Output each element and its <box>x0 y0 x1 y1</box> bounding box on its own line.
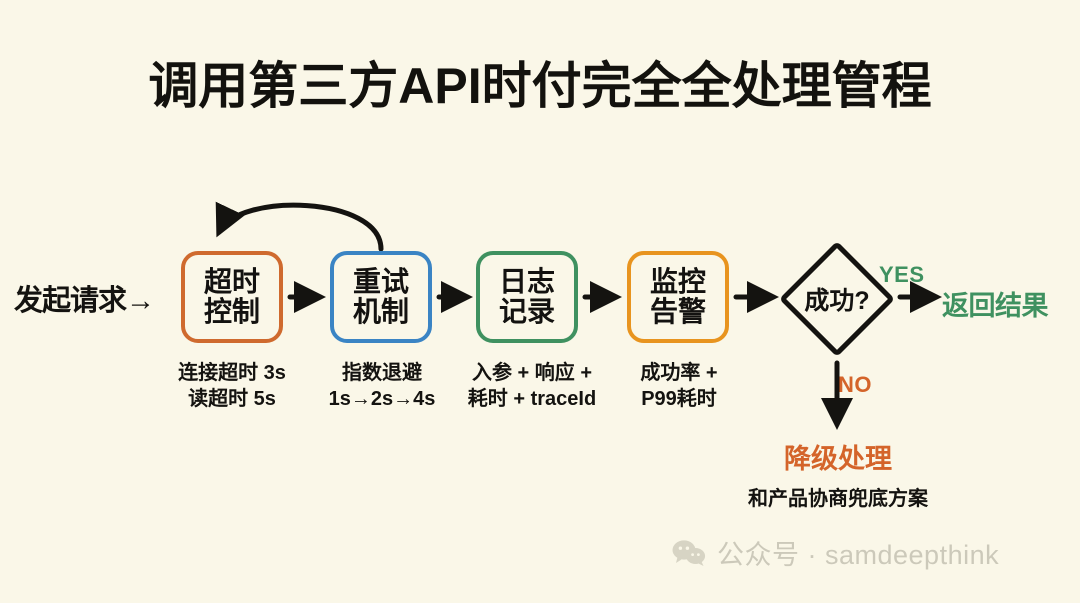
node-label-line2: 告警 <box>649 296 706 327</box>
caption-line1: 成功率 + <box>640 362 718 384</box>
node-label-line1: 超时 <box>203 265 260 297</box>
node-label-line1: 重试 <box>352 265 409 297</box>
caption-line1: 入参 + 响应 + <box>471 362 593 384</box>
caption-line1: 指数退避 <box>342 362 422 384</box>
retry-loop-arrow <box>215 201 384 252</box>
outcome-fallback: 降级处理 <box>784 444 892 474</box>
caption-timeout-control: 连接超时 3s 读超时 5s <box>132 360 332 413</box>
node-timeout-control[interactable]: 超时 控制 <box>181 251 283 343</box>
decision-node-success[interactable]: 成功? <box>779 241 895 357</box>
caption-line2: 1s→2s→4s <box>328 388 436 411</box>
node-monitor-alert[interactable]: 监控 告警 <box>627 251 729 343</box>
node-label-line2: 机制 <box>352 296 409 327</box>
decision-label: 成功? <box>804 287 870 315</box>
wechat-icon <box>672 539 706 566</box>
caption-monitor-alert: 成功率 + P99耗时 <box>586 360 772 413</box>
entry-label: 发起请求→ <box>14 285 155 317</box>
caption-line2: 读超时 5s <box>188 388 276 411</box>
node-label-line2: 记录 <box>498 296 555 327</box>
caption-line1: 连接超时 3s <box>178 362 286 384</box>
caption-line2: 耗时 + traceId <box>467 388 597 411</box>
node-label-line1: 日志 <box>498 265 555 297</box>
caption-line2: P99耗时 <box>641 388 717 411</box>
node-retry-mechanism[interactable]: 重试 机制 <box>330 251 432 343</box>
caption-log-record: 入参 + 响应 + 耗时 + traceId <box>424 360 640 413</box>
page-title: 调用第三方API时付完全全处理管程 <box>148 58 932 114</box>
watermark-text: 公众号 · samdeepthink <box>717 540 1000 570</box>
outcome-return-result: 返回结果 <box>942 291 1049 321</box>
watermark: 公众号 · samdeepthink <box>672 533 999 572</box>
node-log-record[interactable]: 日志 记录 <box>476 251 578 343</box>
caption-retry-mechanism: 指数退避 1s→2s→4s <box>284 360 480 413</box>
node-label-line2: 控制 <box>203 296 260 327</box>
node-label-line1: 监控 <box>649 265 706 297</box>
branch-label-no: NO <box>838 372 872 397</box>
branch-label-yes: YES <box>879 262 925 287</box>
outcome-fallback-note: 和产品协商兜底方案 <box>748 488 928 510</box>
